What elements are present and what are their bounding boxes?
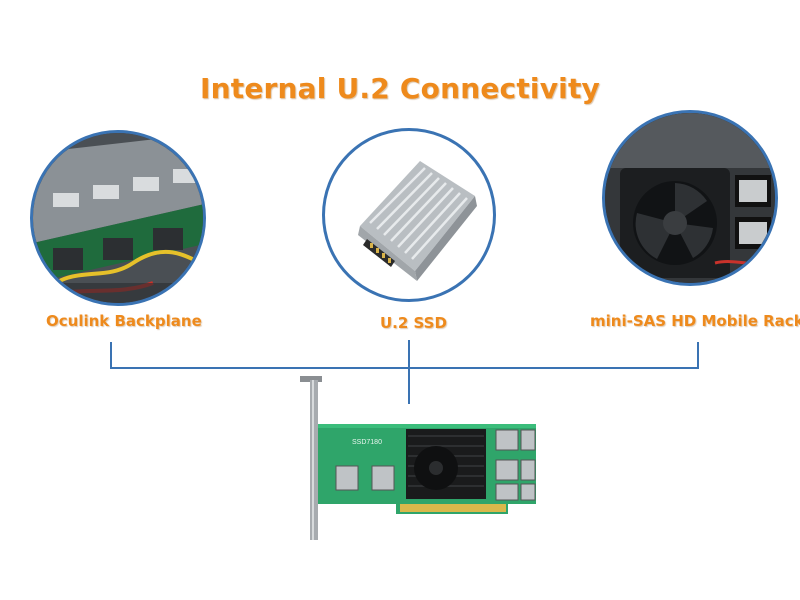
card-silk-label: SSD7180 [352,439,382,446]
oculink-backplane-photo [30,130,206,306]
mini-sas-hd-mobile-rack-label: mini-SAS HD Mobile Rack [590,312,800,330]
host-adapter-card-photo: SSD7180 [296,374,556,544]
u2-ssd-photo [322,128,496,302]
diagram-title: Internal U.2 Connectivity [199,72,601,105]
oculink-backplane-label: Oculink Backplane [46,312,202,330]
u2-ssd-label: U.2 SSD [380,314,447,332]
mini-sas-hd-mobile-rack-photo [602,110,778,286]
